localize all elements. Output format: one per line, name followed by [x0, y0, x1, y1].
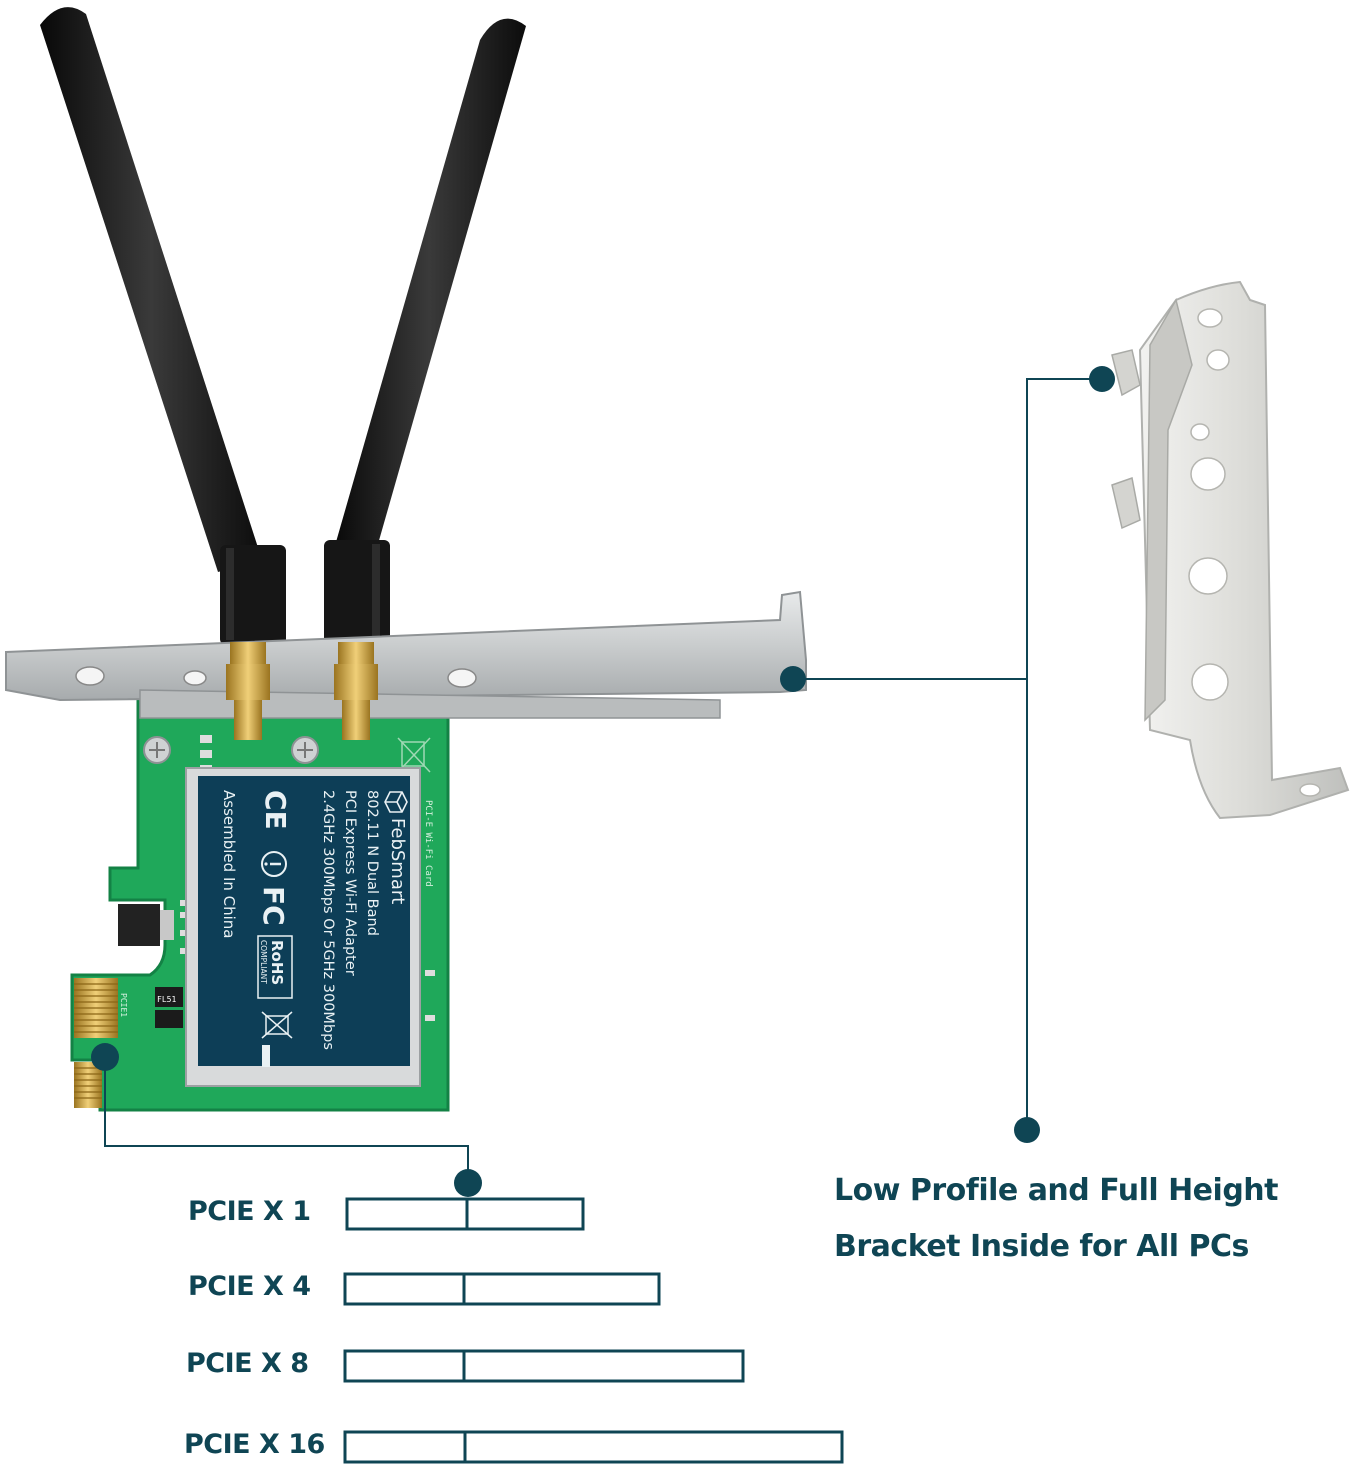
spec-line-1: 802.11 N Dual Band — [364, 790, 380, 936]
slot-diagram-x4 — [343, 1272, 661, 1306]
callout-dot-icon — [780, 666, 806, 692]
crossed-bin-icon — [397, 737, 431, 773]
antenna-left — [40, 7, 286, 645]
callout-dot-icon — [1014, 1117, 1040, 1143]
callout-dot-icon — [91, 1043, 119, 1071]
callout-dot-icon — [454, 1169, 482, 1197]
brand-name: FebSmart — [387, 818, 408, 904]
slot-diagram-x1 — [345, 1197, 585, 1231]
callout-dot-icon — [1089, 366, 1115, 392]
callout-bracket — [793, 378, 1100, 1130]
ce-mark: CE — [259, 790, 292, 830]
gold-contacts — [74, 978, 118, 1108]
board-side-text: PCI-E Wi-Fi Card — [423, 800, 433, 887]
caption-line-1: Low Profile and Full Height — [834, 1173, 1279, 1208]
pcie-silk-text: PCIE1 — [119, 993, 128, 1017]
low-profile-bracket — [1111, 280, 1350, 820]
spec-line-2: PCI Express Wi-Fi Adapter — [342, 790, 358, 976]
fl-silk-text: FL51 — [157, 995, 176, 1004]
slot-label-x1: PCIE X 1 — [188, 1196, 311, 1227]
callout-pcie — [104, 1057, 469, 1182]
module-label-text: FebSmart 802.11 N Dual Band PCI Express … — [220, 790, 408, 1067]
full-height-bracket — [5, 590, 807, 719]
crossed-bin-icon — [261, 1011, 293, 1039]
slot-label-x4: PCIE X 4 — [188, 1271, 311, 1302]
rohs-compliant: COMPLIANT — [259, 940, 268, 984]
regulator-chip — [118, 904, 160, 946]
slot-label-x16: PCIE X 16 — [184, 1429, 325, 1460]
fc-mark: FC — [257, 886, 290, 926]
slot-diagram-x8 — [343, 1349, 745, 1383]
wifi-module — [185, 767, 421, 1087]
slot-label-x8: PCIE X 8 — [186, 1348, 309, 1379]
warning-icon — [261, 851, 287, 877]
rohs-mark: RoHS — [268, 940, 286, 985]
sma-connector-right — [334, 642, 378, 740]
bracket-caption: Low Profile and Full Height Bracket Insi… — [834, 1163, 1304, 1275]
brand-cube-icon — [384, 791, 408, 813]
slot-diagram-x16 — [343, 1430, 844, 1464]
antenna-right — [324, 18, 526, 645]
sma-connector-left — [226, 642, 270, 740]
assembled-text: Assembled In China — [220, 790, 238, 938]
spec-line-3: 2.4GHz 300Mbps Or 5GHz 300Mbps — [320, 790, 336, 1050]
caption-line-2: Bracket Inside for All PCs — [834, 1229, 1249, 1264]
